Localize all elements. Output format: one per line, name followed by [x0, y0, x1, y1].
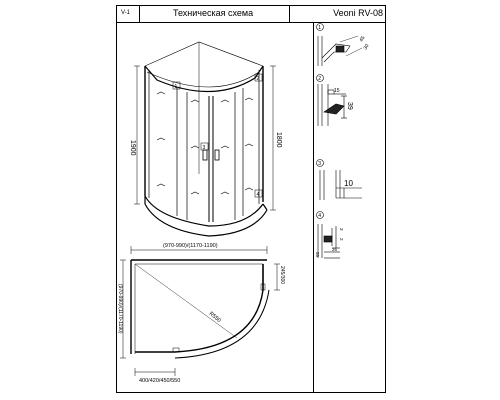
- title-divider: [289, 6, 290, 22]
- drawing-sheet: V-1 Техническая схема Veoni RV-08: [116, 5, 386, 393]
- detail-4-dim-d: 55: [315, 252, 320, 258]
- plan-view: [120, 246, 280, 376]
- detail-3: [316, 159, 362, 200]
- detail-4-dim-b: 2: [339, 238, 344, 241]
- detail-1-dim-a: 45: [359, 35, 367, 43]
- detail-4-number: 4: [318, 213, 321, 219]
- detail-1: [316, 23, 363, 66]
- callout-4: 4: [257, 192, 260, 198]
- detail-1-dim-b: 30: [363, 43, 371, 51]
- detail-1-number: 1: [318, 25, 321, 31]
- height-left-label: 1900: [129, 140, 136, 156]
- model-name: Veoni RV-08: [333, 8, 383, 18]
- detail-4-dim-c: 26: [332, 247, 338, 252]
- detail-4-dim-a: 3: [339, 228, 344, 231]
- height-right-label: 1800: [275, 132, 282, 148]
- detail-column: 1 45 30 2 15 39 3: [315, 23, 371, 259]
- plan-left-dimension: (970-990)/(1170-1190): [117, 284, 123, 334]
- detail-2-dim-b: 39: [346, 102, 353, 110]
- callout-3: 3: [203, 145, 206, 151]
- sheet-title: Техническая схема: [173, 8, 254, 18]
- title-divider: [139, 6, 140, 22]
- detail-3-number: 3: [318, 161, 321, 167]
- plan-right-dimension: 245/300: [279, 266, 285, 284]
- sheet-code: V-1: [121, 10, 131, 16]
- callout-2: 2: [257, 76, 260, 82]
- plan-bottom-dimension: 400/420/450/550: [139, 378, 180, 384]
- enclosure-3d-view: [134, 41, 276, 237]
- title-block: V-1 Техническая схема Veoni RV-08: [117, 6, 385, 23]
- detail-2-dim-a: 15: [334, 88, 340, 94]
- detail-3-dim-a: 10: [344, 179, 353, 188]
- main-drawings: 1900 1800 1 2 3 4: [117, 41, 285, 384]
- detail-2: [316, 74, 347, 126]
- detail-2-number: 2: [318, 76, 321, 82]
- column-divider: [313, 22, 314, 392]
- plan-top-dimension: (970-990)/(1170-1190): [163, 243, 218, 249]
- callout-1: 1: [175, 84, 178, 90]
- detail-4: [316, 211, 340, 259]
